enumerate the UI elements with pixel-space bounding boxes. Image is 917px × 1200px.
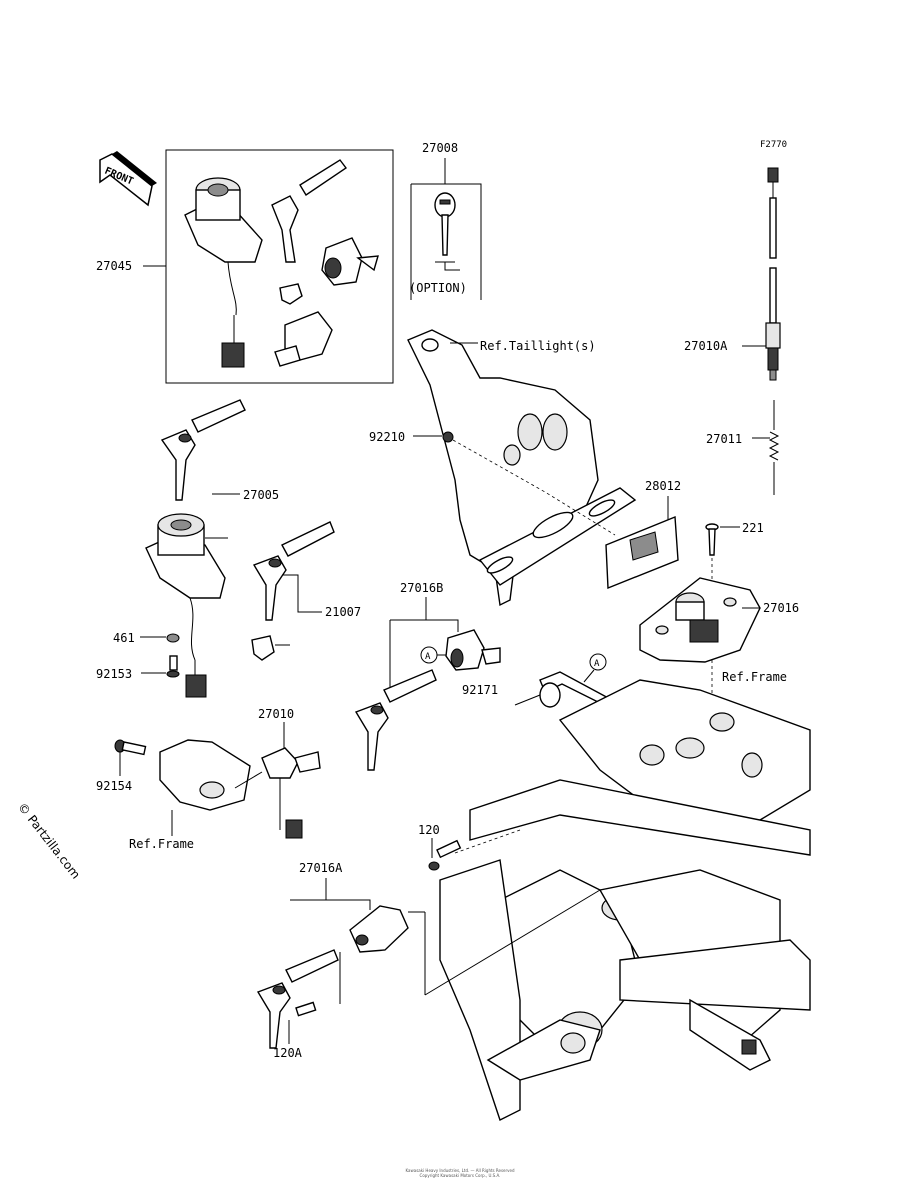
key-set-27005 <box>160 399 246 501</box>
label-92154: 92154 <box>96 779 132 793</box>
label-27045: 27045 <box>96 259 132 273</box>
screw-221-icon <box>705 523 719 556</box>
footer-notes: Kawasaki Heavy Industries, Ltd. — All Ri… <box>340 1168 580 1178</box>
reflector-label-28012 <box>605 515 679 590</box>
label-option: (OPTION) <box>409 281 467 295</box>
lock-27016B <box>445 629 501 671</box>
blank-key-icon <box>434 192 460 271</box>
taillight-bracket <box>407 329 637 607</box>
label-120: 120 <box>418 823 440 837</box>
label-221: 221 <box>742 521 764 535</box>
marker-a-2 <box>589 653 607 671</box>
label-27010A: 27010A <box>684 339 728 353</box>
screw-92153-icon <box>166 655 180 678</box>
bolt-92154-icon <box>114 739 147 756</box>
label-27016B: 27016B <box>400 581 443 595</box>
label-27011: 27011 <box>706 432 742 446</box>
lock-27016A <box>349 905 409 953</box>
leader-21007 <box>282 574 322 613</box>
label-92210: 92210 <box>369 430 405 444</box>
label-28012: 28012 <box>645 479 681 493</box>
label-ref-frame-right: Ref.Frame <box>722 670 787 684</box>
label-27016A: 27016A <box>299 861 343 875</box>
label-27005: 27005 <box>243 488 279 502</box>
label-120A: 120A <box>273 1046 303 1060</box>
key-27016A <box>256 949 339 1049</box>
ignition-switch-set <box>184 159 379 368</box>
frame-assembly <box>439 679 811 1121</box>
label-92171: 92171 <box>462 683 498 697</box>
label-ref-taillights: Ref.Taillight(s) <box>480 339 596 353</box>
footer-line-1: Kawasaki Heavy Industries, Ltd. — All Ri… <box>405 1168 515 1173</box>
switch-27010 <box>261 747 321 839</box>
frame-bracket-left <box>159 739 251 811</box>
ignition-switch <box>145 513 226 698</box>
label-461: 461 <box>113 631 135 645</box>
key-21007 <box>252 521 335 621</box>
bracket-27016 <box>639 577 761 663</box>
screw-120A-icon <box>295 1001 317 1017</box>
washer-461-icon <box>166 633 180 643</box>
label-21007: 21007 <box>325 605 361 619</box>
key-27016B <box>354 669 437 771</box>
nut-92210-icon <box>442 431 454 443</box>
spring-27011 <box>768 400 780 495</box>
diagram-code: F2770 <box>760 140 787 150</box>
label-27008: 27008 <box>422 141 458 155</box>
label-27016: 27016 <box>763 601 799 615</box>
switch-27010A <box>765 167 781 381</box>
label-92153: 92153 <box>96 667 132 681</box>
label-27010: 27010 <box>258 707 294 721</box>
footer-line-2: Copyright Kawasaki Motors Corp., U.S.A. <box>419 1173 501 1178</box>
marker-a-1-label: A <box>425 652 431 662</box>
label-ref-frame-left: Ref.Frame <box>129 837 194 851</box>
bolt-120-icon <box>428 839 462 871</box>
marker-a-2-label: A <box>594 659 600 669</box>
front-arrow-icon: FRONT <box>99 151 157 207</box>
cap-icon <box>251 635 275 661</box>
